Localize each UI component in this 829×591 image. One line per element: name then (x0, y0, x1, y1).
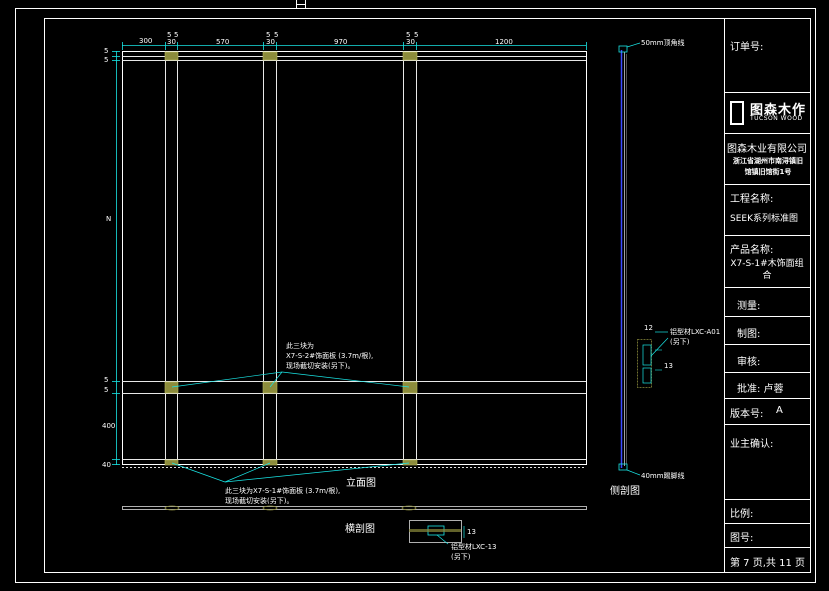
lower-leaders (171, 462, 410, 483)
drawing-number-label: 图号: (730, 533, 754, 544)
dim-left-7: 40 (102, 461, 111, 469)
company-name: 图森木业有限公司 (727, 144, 807, 155)
lower-note-line-2: 现场截切安装(另下)。 (225, 497, 294, 505)
side-top-note: 50mm顶角线 (641, 39, 685, 47)
cross-section-view (122, 505, 587, 545)
dim-top-9: 970 (334, 38, 348, 46)
approve-label: 批准: 卢蓉 (737, 384, 784, 395)
side-dim-1: 12 (644, 324, 653, 332)
lower-note-line-1: 此三块为X7-S-1#饰面板 (3.7m/根), (225, 487, 341, 495)
product-name-value: X7-S-1#木饰面组合 (730, 259, 804, 281)
dim-top-4: 30 (167, 38, 176, 46)
dim-left-4: 5 (104, 376, 109, 384)
logo-mark-icon (730, 101, 744, 125)
version-label: 版本号: (730, 409, 764, 420)
logo-chinese-text: 图森木作 (750, 103, 807, 118)
dim-top-7: 5 (274, 31, 279, 39)
sheet-border (15, 8, 816, 583)
cross-profile-note-2: (另下) (451, 553, 471, 561)
cross-profile-note-1: 铝型材LXC-13 (451, 543, 497, 551)
side-section-title: 侧剖图 (610, 486, 640, 497)
owner-confirm-label: 业主确认: (730, 439, 774, 450)
project-name-value: SEEK系列标准图 (730, 214, 798, 224)
dim-top-6: 5 (266, 31, 271, 39)
dim-left-6: 400 (102, 422, 116, 430)
elevation-outline (122, 51, 587, 465)
page-number: 第 7 页,共 11 页 (730, 558, 805, 569)
dim-top-1: 300 (139, 37, 153, 45)
dim-left-5: 5 (104, 386, 109, 394)
upper-note-line-1: 此三块为 (286, 342, 314, 350)
dim-top-5: 570 (216, 38, 230, 46)
upper-note-line-2: X7-S-2#饰面板 (3.7m/根), (286, 352, 374, 360)
dim-top-12: 30 (406, 38, 415, 46)
horizontal-rails (122, 56, 586, 460)
side-profile-note-2: (另下) (670, 338, 690, 346)
version-value: A (776, 405, 783, 416)
company-address: 浙江省湖州市南浔镇旧馆镇旧馆街1号 (733, 157, 803, 176)
elevation-view (112, 42, 587, 483)
dim-top-2: 5 (167, 31, 172, 39)
cross-dim: 13 (467, 528, 476, 536)
order-number-label: 订单号: (730, 42, 764, 53)
logo-english-text: TUCSON WOOD (750, 115, 803, 122)
cross-section-title: 横剖图 (345, 524, 375, 535)
side-dim-2: 13 (664, 362, 673, 370)
survey-label: 测量: (737, 301, 761, 312)
dim-top-3: 5 (174, 31, 179, 39)
upper-leaders (171, 371, 410, 388)
dim-top-11: 5 (414, 31, 419, 39)
left-dimension-line (112, 51, 120, 465)
dim-left-2: 5 (104, 56, 109, 64)
vertical-stiles (165, 51, 417, 464)
dim-top-10: 5 (406, 31, 411, 39)
side-profile-note-1: 铝型材LXC-A01 (670, 328, 721, 336)
side-bottom-note: 40mm踢脚线 (641, 472, 685, 480)
scale-label: 比例: (730, 509, 754, 520)
dim-left-3: N (106, 215, 112, 223)
upper-note-line-3: 现场截切安装(另下)。 (286, 362, 355, 370)
product-name-label: 产品名称: (730, 245, 774, 256)
side-section-view (618, 42, 669, 476)
top-dimension-line (122, 42, 587, 50)
elevation-view-title: 立面图 (346, 478, 376, 489)
dim-left-1: 5 (104, 47, 109, 55)
title-block-rows (724, 92, 810, 548)
review-label: 审核: (737, 357, 761, 368)
company-logo: 图森木作 TUCSON WOOD (730, 98, 808, 128)
dim-top-8: 30 (266, 38, 275, 46)
project-name-label: 工程名称: (730, 194, 774, 205)
draw-label: 制图: (737, 329, 761, 340)
drawing-frame (44, 18, 811, 573)
dim-top-13: 1200 (495, 38, 513, 46)
junction-nodes (164, 51, 418, 466)
